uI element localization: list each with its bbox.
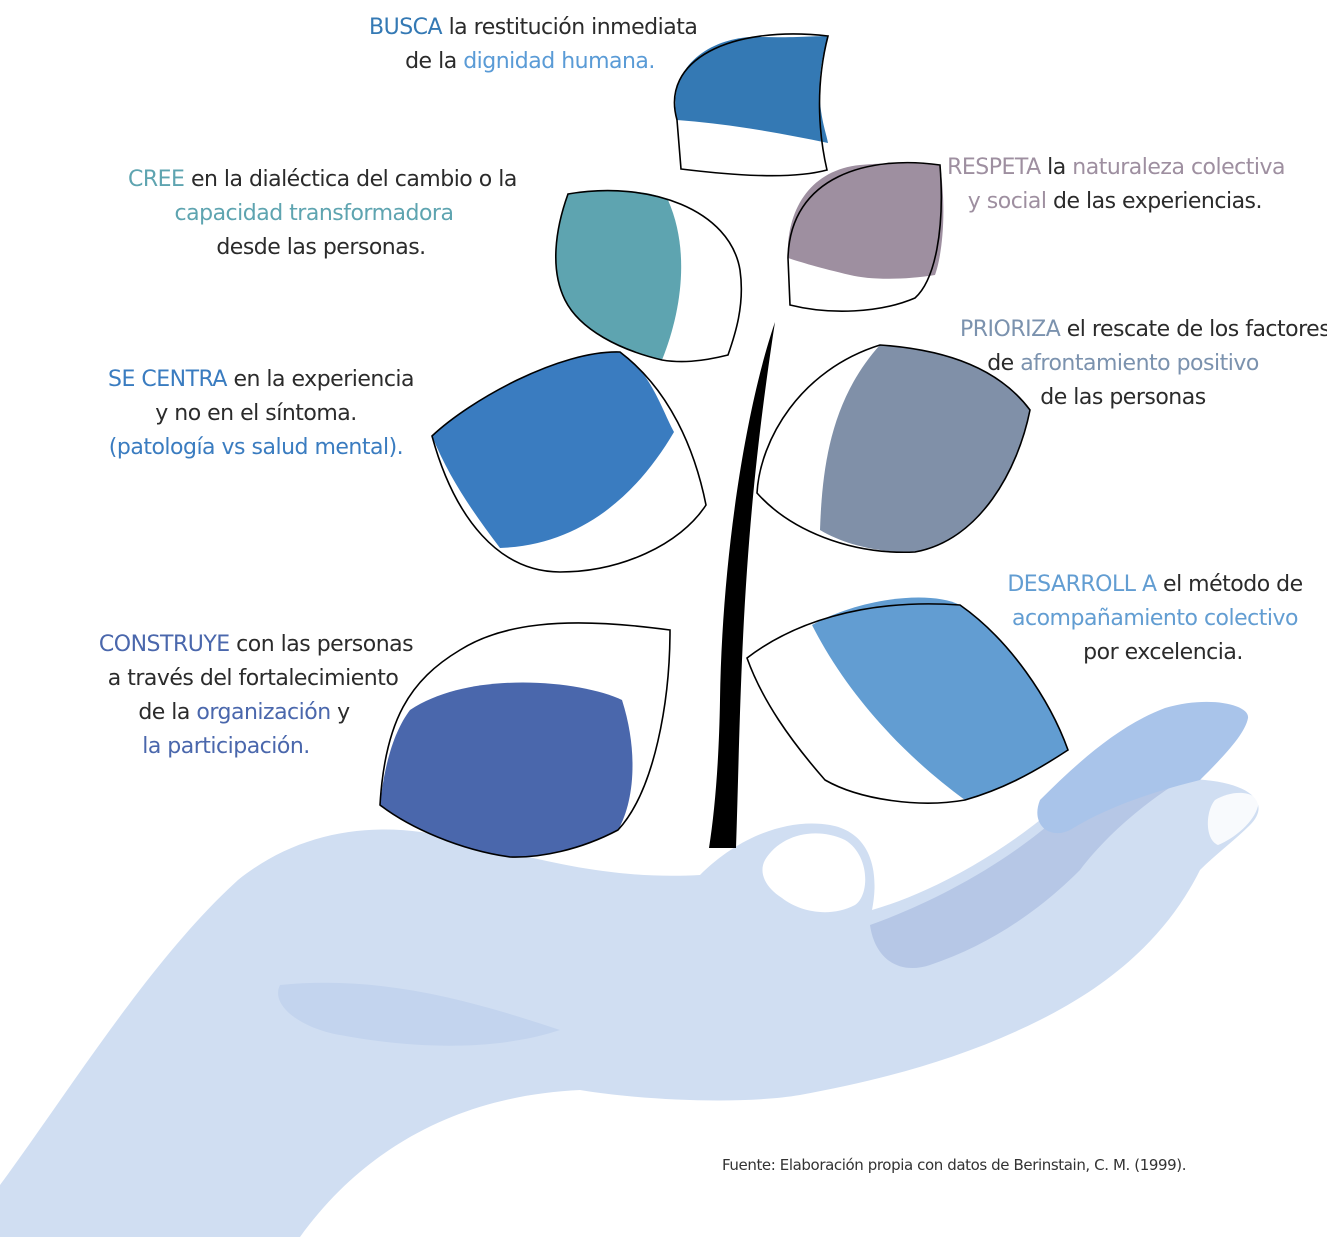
source-caption: Fuente: Elaboración propia con datos de … xyxy=(722,1156,1186,1174)
keyword-se-centra: SE CENTRA xyxy=(108,367,227,392)
leaf-se-centra xyxy=(432,352,706,572)
text-prioriza: PRIORIZA el rescate de los factores de a… xyxy=(960,313,1326,415)
keyword-respeta: RESPETA xyxy=(947,155,1041,180)
highlight-cree: capacidad transformadora xyxy=(120,197,508,231)
keyword-desarrolla: DESARROLL A xyxy=(1007,572,1156,597)
text-se-centra: SE CENTRA en la experiencia y no en el s… xyxy=(108,363,404,465)
text-respeta-line1-mid: la xyxy=(1041,155,1073,180)
text-desarrolla: DESARROLL A el método de acompañamiento … xyxy=(1005,568,1305,670)
text-prioriza-line1: PRIORIZA el rescate de los factores xyxy=(960,313,1326,347)
leaf-cree xyxy=(556,191,742,362)
leaf-construye xyxy=(380,623,670,857)
leaf-busca xyxy=(674,34,828,176)
text-prioriza-line2: de afrontamiento positivo xyxy=(920,347,1326,381)
text-construye-line3-post: y xyxy=(331,700,350,725)
keyword-construye: CONSTRUYE xyxy=(99,632,230,657)
text-respeta-line2: y social de las experiencias. xyxy=(940,185,1262,219)
leaf-respeta xyxy=(788,163,944,312)
text-prioriza-line1-rest: el rescate de los factores xyxy=(1060,317,1327,342)
text-prioriza-line3: de las personas xyxy=(920,381,1326,415)
highlight-busca: dignidad humana. xyxy=(463,49,655,74)
highlight-construye-1: organización xyxy=(196,700,330,725)
text-desarrolla-line1: DESARROLL A el método de xyxy=(1005,568,1305,602)
text-se-centra-line2: y no en el síntoma. xyxy=(108,397,404,431)
highlight-prioriza: afrontamiento positivo xyxy=(1020,351,1259,376)
text-busca-line2-pre: de la xyxy=(405,49,463,74)
text-cree: CREE en la dialéctica del cambio o la ca… xyxy=(128,163,508,265)
text-busca-line1: BUSCA la restitución inmediata xyxy=(369,11,691,45)
text-construye-line1-rest: con las personas xyxy=(230,632,413,657)
highlight-construye-2: la participación. xyxy=(36,730,416,764)
text-prioriza-line2-pre: de xyxy=(987,351,1020,376)
keyword-busca: BUSCA xyxy=(369,15,442,40)
text-respeta-line1: RESPETA la naturaleza colectiva xyxy=(940,151,1285,185)
text-se-centra-line1-rest: en la experiencia xyxy=(227,367,414,392)
text-se-centra-line1: SE CENTRA en la experiencia xyxy=(108,363,404,397)
text-construye: CONSTRUYE con las personas a través del … xyxy=(96,628,416,764)
highlight-desarrolla: acompañamiento colectivo xyxy=(1005,602,1305,636)
text-busca-line2: de la dignidad humana. xyxy=(369,45,691,79)
text-respeta-line2-rest: de las experiencias. xyxy=(1047,189,1262,214)
keyword-prioriza: PRIORIZA xyxy=(960,317,1060,342)
highlight-se-centra: (patología vs salud mental). xyxy=(108,431,404,465)
text-desarrolla-line3: por excelencia. xyxy=(1021,636,1305,670)
highlight-respeta-2: y social xyxy=(968,189,1047,214)
text-cree-line1-rest: en la dialéctica del cambio o la xyxy=(184,167,516,192)
text-desarrolla-line1-rest: el método de xyxy=(1157,572,1303,597)
text-cree-line3: desde las personas. xyxy=(134,231,508,265)
text-cree-line1: CREE en la dialéctica del cambio o la xyxy=(128,163,508,197)
keyword-cree: CREE xyxy=(128,167,184,192)
highlight-respeta-1: naturaleza colectiva xyxy=(1072,155,1285,180)
tree-stem-icon xyxy=(709,322,775,848)
text-construye-line3-pre: de la xyxy=(138,700,196,725)
text-busca: BUSCA la restitución inmediata de la dig… xyxy=(369,11,691,79)
text-construye-line1: CONSTRUYE con las personas xyxy=(96,628,416,662)
text-busca-line1-rest: la restitución inmediata xyxy=(442,15,697,40)
text-respeta: RESPETA la naturaleza colectiva y social… xyxy=(940,151,1285,219)
text-construye-line2: a través del fortalecimiento xyxy=(90,662,416,696)
text-construye-line3: de la organización y xyxy=(72,696,416,730)
